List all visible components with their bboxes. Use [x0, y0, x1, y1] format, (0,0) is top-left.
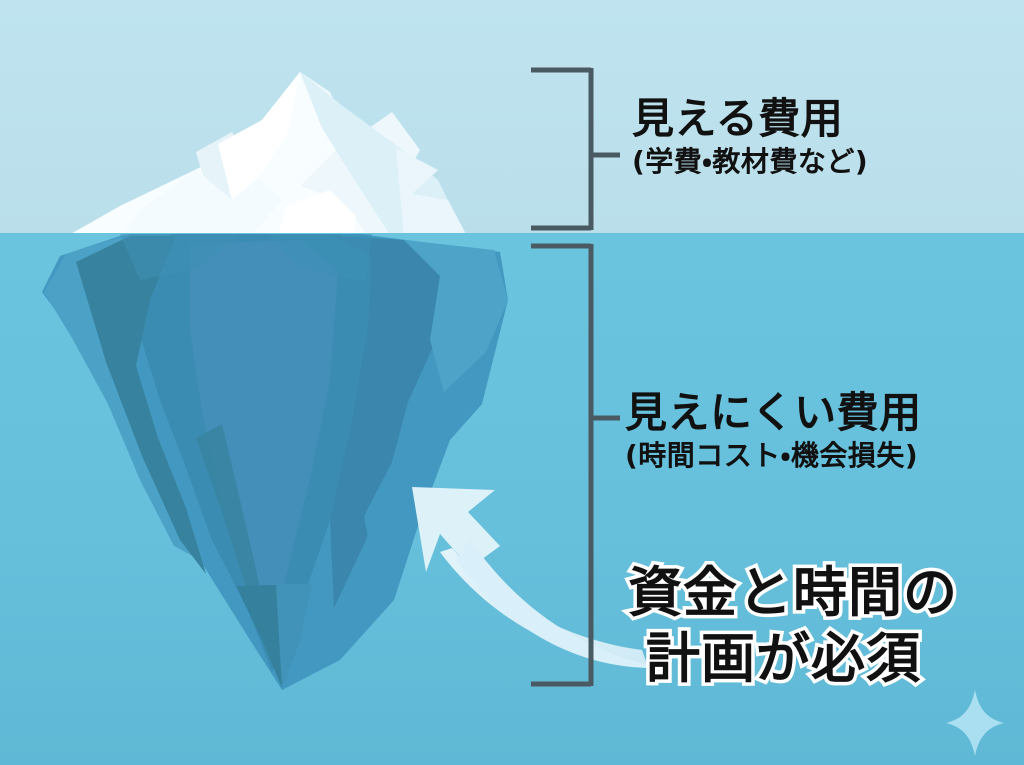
visible-cost-title: 見える費用 [632, 94, 844, 143]
iceberg-underwater-top-shade-2 [268, 234, 372, 282]
iceberg-above-water [72, 72, 466, 233]
curved-arrow-head-icon [412, 487, 500, 572]
headline-line-2: 計画が必須 [643, 623, 924, 693]
headline-line-1: 資金と時間の [625, 558, 961, 628]
curved-arrow-tail-icon [456, 540, 660, 669]
headline-message: 資金と時間の 計画が必須 [625, 558, 961, 694]
hidden-cost-subtitle: (時間コスト・機会損失) [625, 439, 919, 472]
iceberg-base-slab [72, 72, 367, 233]
iceberg-underwater-left-shadow [76, 236, 206, 574]
sparkle-icon [946, 690, 1004, 756]
iceberg-underwater-right-slab [404, 240, 508, 392]
visible-cost-subtitle: (学費・教材費など) [632, 145, 869, 178]
iceberg-underwater-top-shade [120, 234, 240, 280]
iceberg-underwater-center-column [190, 240, 338, 650]
iceberg-underwater-right-fin [364, 392, 446, 570]
iceberg-below-water [42, 234, 508, 690]
hidden-cost-title: 見えにくい費用 [625, 388, 922, 437]
iceberg-underwater-tip-light [276, 584, 312, 688]
iceberg-left-facet [124, 170, 282, 233]
iceberg-underwater-right-wedge [330, 236, 440, 608]
hidden-cost-label-group: 見えにくい費用 (時間コスト・機会損失) [625, 392, 922, 470]
bracket-indicator [531, 67, 620, 687]
visible-cost-label-group: 見える費用 (学費・教材費など) [632, 98, 868, 176]
iceberg-right-flank [300, 72, 464, 233]
iceberg-center-ridge [218, 72, 300, 200]
iceberg-right-wing [396, 148, 466, 233]
iceberg-right-knob [279, 190, 356, 233]
